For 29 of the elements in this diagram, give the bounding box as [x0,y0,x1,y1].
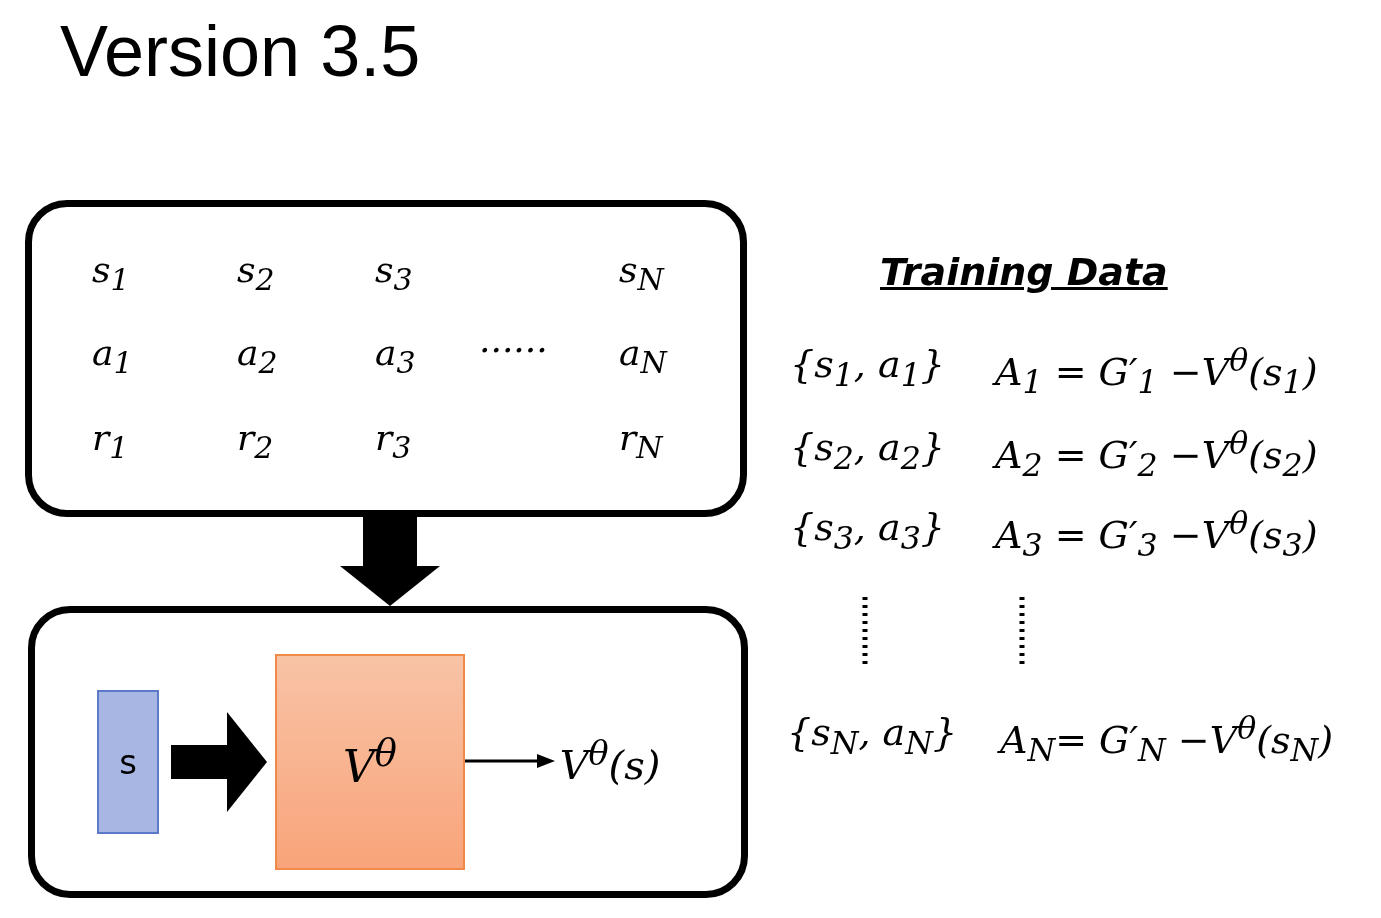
pair-formula: {s$_{1}$, a$_{1}$} [790,345,945,392]
variable: ...... [479,322,548,358]
network-label: V$^{θ}$ [343,735,397,789]
network-box [275,654,465,870]
block-arrow [171,712,267,812]
variable: r$_{1}$ [92,420,129,464]
data-panel [25,200,747,517]
variable: s$_{N}$ [619,252,664,296]
model-panel [28,606,748,898]
variable: a$_{1}$ [92,335,133,379]
input-box [97,690,159,834]
input-label: s [119,742,137,782]
variable: r$_{N}$ [619,420,663,464]
arrow [465,754,555,768]
pair-formula: {s$_{N}$, a$_{N}$} [787,713,958,760]
block-arrow [340,517,440,606]
variable: s$_{1}$ [92,252,130,296]
pair-formula: {s$_{3}$, a$_{3}$} [790,508,945,555]
heading: Training Data [880,250,1168,294]
variable: s$_{2}$ [237,252,275,296]
variable: a$_{N}$ [619,335,667,379]
variable: r$_{2}$ [237,420,274,464]
output-label: V$^{θ}$(s) [559,736,661,786]
variable: r$_{3}$ [375,420,412,464]
title: Version 3.5 [60,10,421,92]
pair-formula: {s$_{2}$, a$_{2}$} [790,428,945,475]
variable: a$_{2}$ [237,335,278,379]
variable: a$_{3}$ [375,335,416,379]
variable: s$_{3}$ [375,252,413,296]
